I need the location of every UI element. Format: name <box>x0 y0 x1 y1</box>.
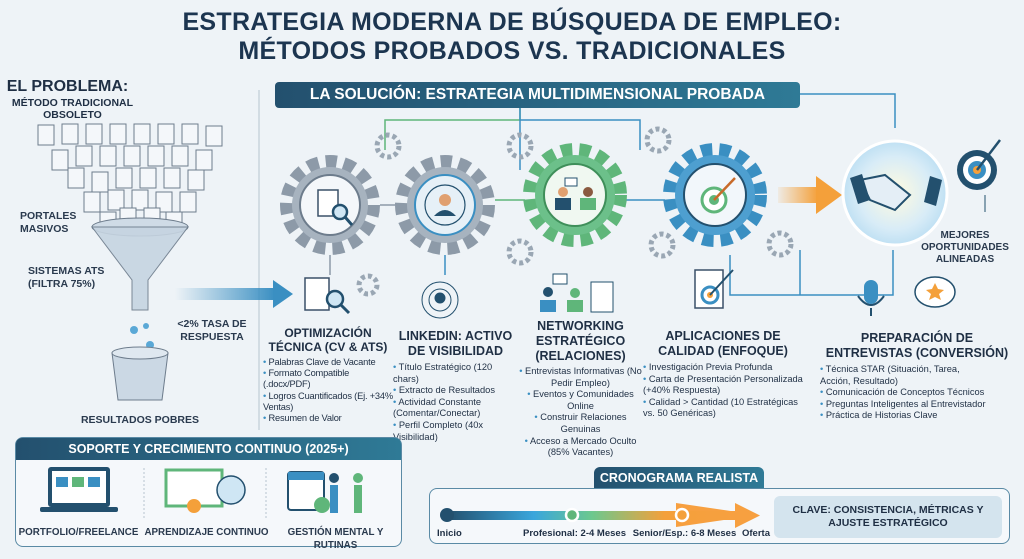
label-resultados: RESULTADOS POBRES <box>80 414 200 426</box>
problem-subheading: MÉTODO TRADICIONAL OBSOLETO <box>11 97 134 121</box>
column-title: LINKEDIN: ACTIVO DE VISIBILIDAD <box>398 329 513 358</box>
water-drop-icon <box>130 323 154 349</box>
document-target-icon <box>694 269 734 309</box>
gear-icon <box>523 143 627 247</box>
bullet: Carta de Presentación Personalizada (+40… <box>643 374 803 397</box>
handshake-icon <box>841 139 949 247</box>
bullet: Eventos y Comunidades Online <box>518 389 643 412</box>
milestone-dot <box>564 507 580 523</box>
bullet: Calidad > Cantidad (10 Estratégicas vs. … <box>643 397 803 420</box>
networking-meeting-icon <box>540 273 614 313</box>
gears-illustration <box>280 93 1001 319</box>
bullet: Extracto de Resultados <box>393 385 518 397</box>
support-item-gestion: GESTIÓN MENTAL Y RUTINAS <box>287 527 384 551</box>
thought-bubble-star-icon <box>914 276 956 308</box>
title-line-1: ESTRATEGIA MODERNA DE BÚSQUEDA DE EMPLEO… <box>182 8 842 36</box>
arrow-right-icon <box>175 280 293 308</box>
column-entrevistas: PREPARACIÓN DE ENTREVISTAS (CONVERSIÓN) … <box>812 331 1022 422</box>
bullet: Resumen de Valor <box>263 413 393 424</box>
column-linkedin: LINKEDIN: ACTIVO DE VISIBILIDAD Título E… <box>393 329 518 443</box>
network-icon <box>421 281 459 319</box>
bullet: Acceso a Mercado Oculto (85% Vacantes) <box>518 436 643 459</box>
resume-documents-icon <box>37 123 223 233</box>
orange-arrow-icon <box>778 176 842 214</box>
target-icon <box>957 139 1001 190</box>
column-title: OPTIMIZACIÓN TÉCNICA (CV & ATS) <box>268 326 388 354</box>
support-icons <box>40 467 363 518</box>
bullet: Práctica de Historias Clave <box>820 410 987 422</box>
bullet: Actividad Constante (Comentar/Conectar) <box>393 397 518 420</box>
laptop-icon <box>40 467 118 512</box>
timeline-banner: CRONOGRAMA REALISTA <box>594 467 764 489</box>
column-title: PREPARACIÓN DE ENTREVISTAS (CONVERSIÓN) <box>825 331 1009 360</box>
title-line-2: MÉTODOS PROBADOS VS. TRADICIONALES <box>238 37 786 65</box>
label-ats: SISTEMAS ATS (FILTRA 75%) <box>28 265 105 290</box>
column-networking: NETWORKING ESTRATÉGICO (RELACIONES) Entr… <box>518 319 643 459</box>
label-portales: PORTALES MASIVOS <box>20 210 77 235</box>
label-tasa: <2% TASA DE RESPUESTA <box>177 318 247 343</box>
problem-heading: EL PROBLEMA: <box>6 78 129 95</box>
bullet: Logros Cuantificados (Ej. +34% Ventas) <box>263 391 393 413</box>
calendar-people-icon <box>287 471 363 513</box>
bullet: Formato Compatible (.docx/PDF) <box>263 368 393 390</box>
support-panel: SOPORTE Y CRECIMIENTO CONTINUO (2025+) P… <box>15 437 402 551</box>
page-title: ESTRATEGIA MODERNA DE BÚSQUEDA DE EMPLEO… <box>0 8 1024 66</box>
support-item-portfolio: PORTFOLIO/FREELANCE <box>18 527 139 538</box>
support-banner: SOPORTE Y CRECIMIENTO CONTINUO (2025+) <box>16 438 401 460</box>
bullet: Construir Relaciones Genuinas <box>518 412 643 435</box>
support-item-aprendizaje: APRENDIZAJE CONTINUO <box>144 527 269 538</box>
bullet: Perfil Completo (40x Visibilidad) <box>393 420 518 443</box>
gear-icon <box>663 143 767 247</box>
milestone-dot <box>440 508 454 522</box>
bullet: Investigación Previa Profunda <box>643 362 803 374</box>
solution-banner: LA SOLUCIÓN: ESTRATEGIA MULTIDIMENSIONAL… <box>275 82 800 108</box>
small-gear-icon <box>356 126 794 297</box>
bullet: Palabras Clave de Vacante <box>263 357 393 368</box>
bullet: Entrevistas Informativas (No Pedir Emple… <box>518 366 643 389</box>
microphone-icon <box>857 280 885 316</box>
outcome-label: MEJORES OPORTUNIDADES ALINEADAS <box>921 230 1009 265</box>
column-title: APLICACIONES DE CALIDAD (ENFOQUE) <box>658 329 788 358</box>
column-optimizacion: OPTIMIZACIÓN TÉCNICA (CV & ATS) Palabras… <box>263 326 393 424</box>
certificate-brain-icon <box>164 468 246 513</box>
bullet: Comunicación de Conceptos Técnicos <box>820 387 987 399</box>
funnel-illustration <box>37 90 260 430</box>
gear-icon <box>280 155 380 255</box>
milestone-inicio: Inicio <box>437 528 462 539</box>
resume-search-icon <box>304 277 351 315</box>
column-aplicaciones: APLICACIONES DE CALIDAD (ENFOQUE) Invest… <box>643 329 803 420</box>
bullet: Título Estratégico (120 chars) <box>393 362 518 385</box>
milestone-oferta: Oferta <box>742 528 770 539</box>
bullet: Técnica STAR (Situación, Tarea, Acción, … <box>820 364 987 387</box>
gear-icon <box>395 155 495 255</box>
column-title: NETWORKING ESTRATÉGICO (RELACIONES) <box>535 319 626 363</box>
bullet: Preguntas Inteligentes al Entrevistador <box>820 399 987 411</box>
milestone-senior: Senior/Esp.: 6-8 Meses <box>632 528 737 539</box>
milestone-profesional: Profesional: 2-4 Meses <box>523 528 626 539</box>
milestone-dot <box>674 507 690 523</box>
timeline-key: CLAVE: CONSISTENCIA, MÉTRICAS Y AJUSTE E… <box>774 496 1002 538</box>
